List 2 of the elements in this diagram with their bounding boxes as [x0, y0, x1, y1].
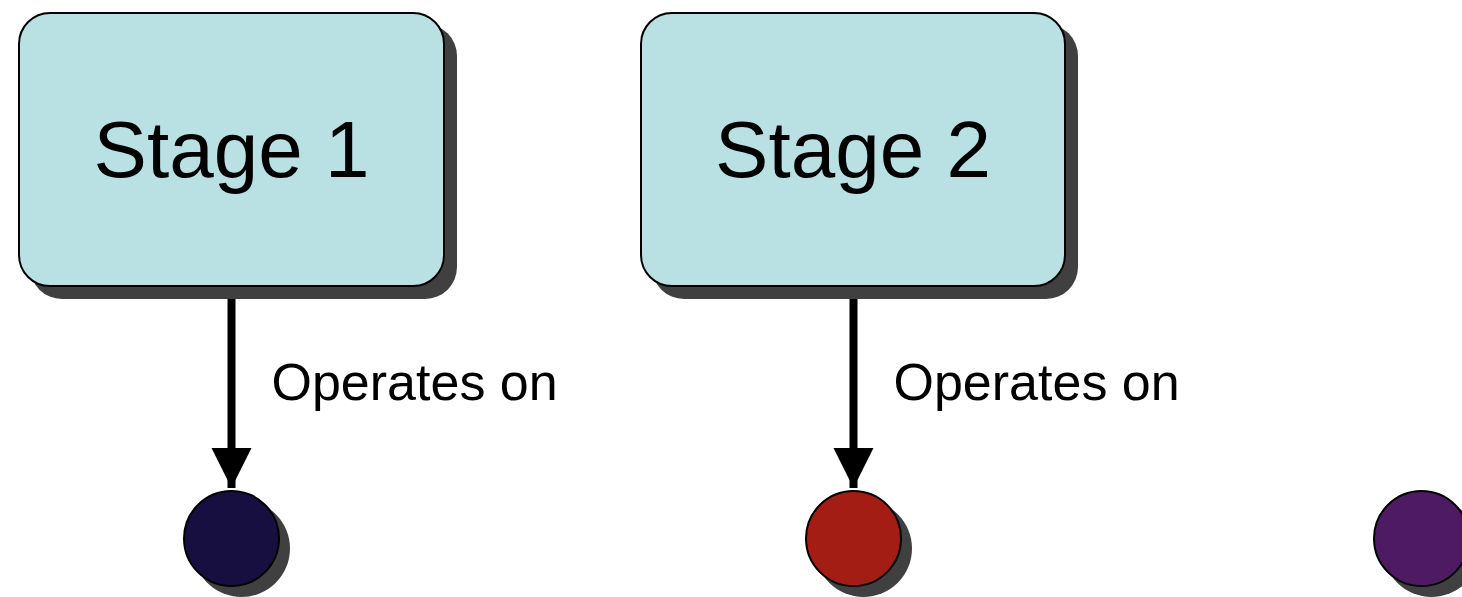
stage-label: Stage 1	[93, 103, 370, 196]
stage-label: Stage 2	[715, 103, 991, 196]
